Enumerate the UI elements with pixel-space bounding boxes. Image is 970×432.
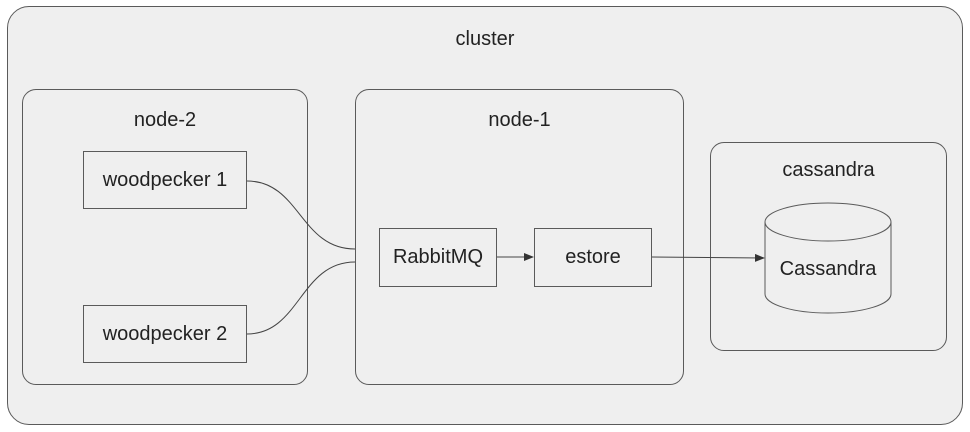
cassandra-database-icon bbox=[764, 202, 892, 314]
rabbitmq-box: RabbitMQ bbox=[379, 228, 497, 287]
node-1-label: node-1 bbox=[488, 109, 551, 131]
cluster-label: cluster bbox=[455, 28, 515, 50]
cassandra-db-label: Cassandra bbox=[779, 258, 877, 280]
woodpecker-1-box: woodpecker 1 bbox=[83, 151, 247, 209]
node-2-label: node-2 bbox=[133, 109, 197, 131]
cassandra-group-label: cassandra bbox=[782, 159, 875, 181]
edge-woodpecker2-to-node1 bbox=[246, 261, 356, 335]
edge-woodpecker1-to-node1 bbox=[246, 180, 356, 250]
woodpecker-2-box: woodpecker 2 bbox=[83, 305, 247, 363]
edge-estore-to-cassandra bbox=[651, 253, 765, 262]
estore-box: estore bbox=[534, 228, 652, 287]
